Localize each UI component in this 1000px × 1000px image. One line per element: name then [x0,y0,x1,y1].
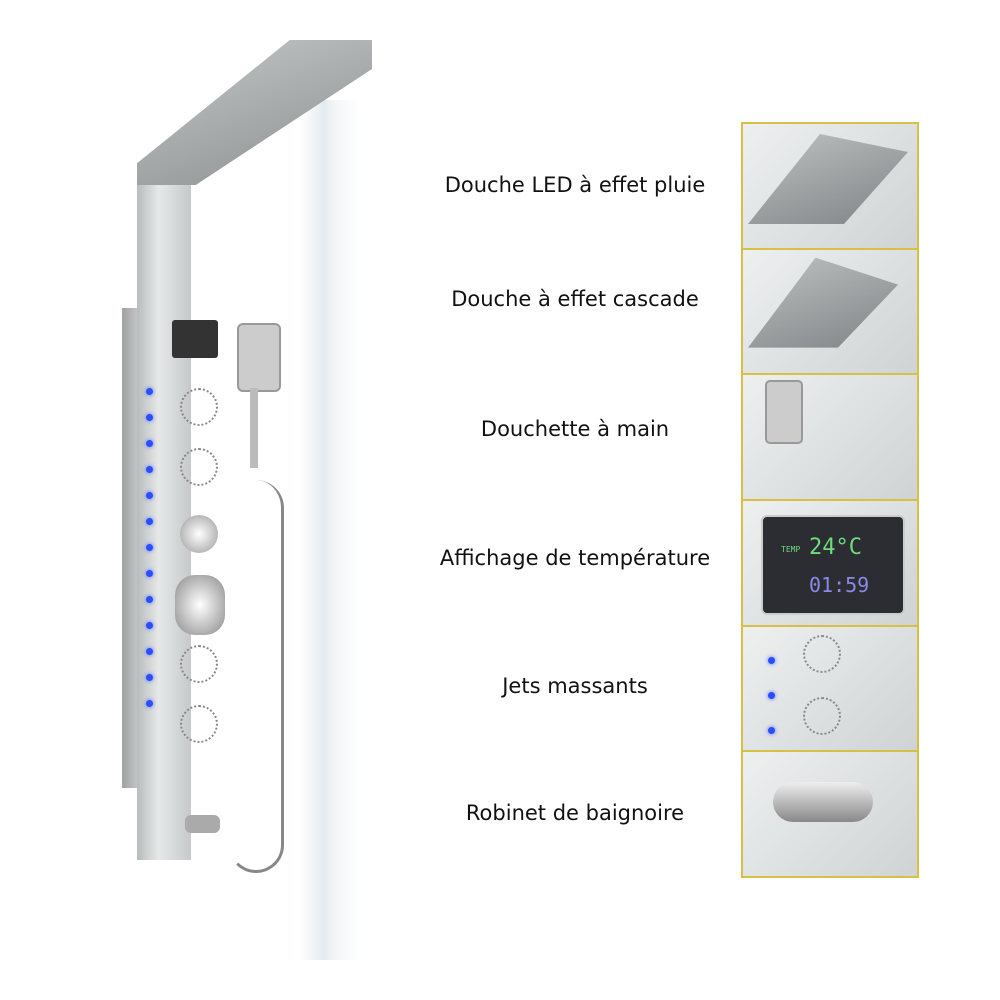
led-light [146,570,153,577]
feature-label: Robinet de baignoire [465,801,685,825]
feature-label: Affichage de température [439,546,711,570]
thumb-cascade [743,249,917,374]
diverter-lever [175,575,225,635]
massage-jet [180,645,218,683]
thumb-tub-spout [743,752,917,877]
led-light [146,596,153,603]
feature-label: Douche LED à effet pluie [444,173,706,197]
led-light [146,414,153,421]
led-light [146,466,153,473]
shower-hose [228,480,284,873]
waterfall-stream [300,100,360,960]
massage-jet [180,388,218,426]
panel-display [172,320,218,358]
led-light [146,622,153,629]
led-light [146,544,153,551]
thumb-massage-jets [743,626,917,751]
thumb-hand-shower [743,375,917,500]
feature-label: Douchette à main [480,417,670,441]
thumb-rain-shower [743,124,917,248]
led-light [146,674,153,681]
temp-label: TEMP [781,545,801,555]
led-light [146,388,153,395]
tub-spout [185,815,220,833]
hand-shower [237,323,281,392]
massage-jet [180,448,218,486]
led-light [146,648,153,655]
led-light [146,440,153,447]
led-light [146,700,153,707]
massage-jet [180,705,218,743]
led-light [146,518,153,525]
temperature-display: TEMP 24°C 01:59 [761,515,905,616]
feature-thumbnails: TEMP 24°C 01:59 [741,122,919,878]
temperature-value: 24°C [809,535,862,561]
feature-label: Jets massants [502,674,648,698]
slide-bar [250,388,258,468]
thumb-temperature-display: TEMP 24°C 01:59 [743,501,917,625]
time-value: 01:59 [809,573,870,598]
feature-label: Douche à effet cascade [451,287,699,311]
led-light [146,492,153,499]
thermostat-knob [180,515,218,553]
